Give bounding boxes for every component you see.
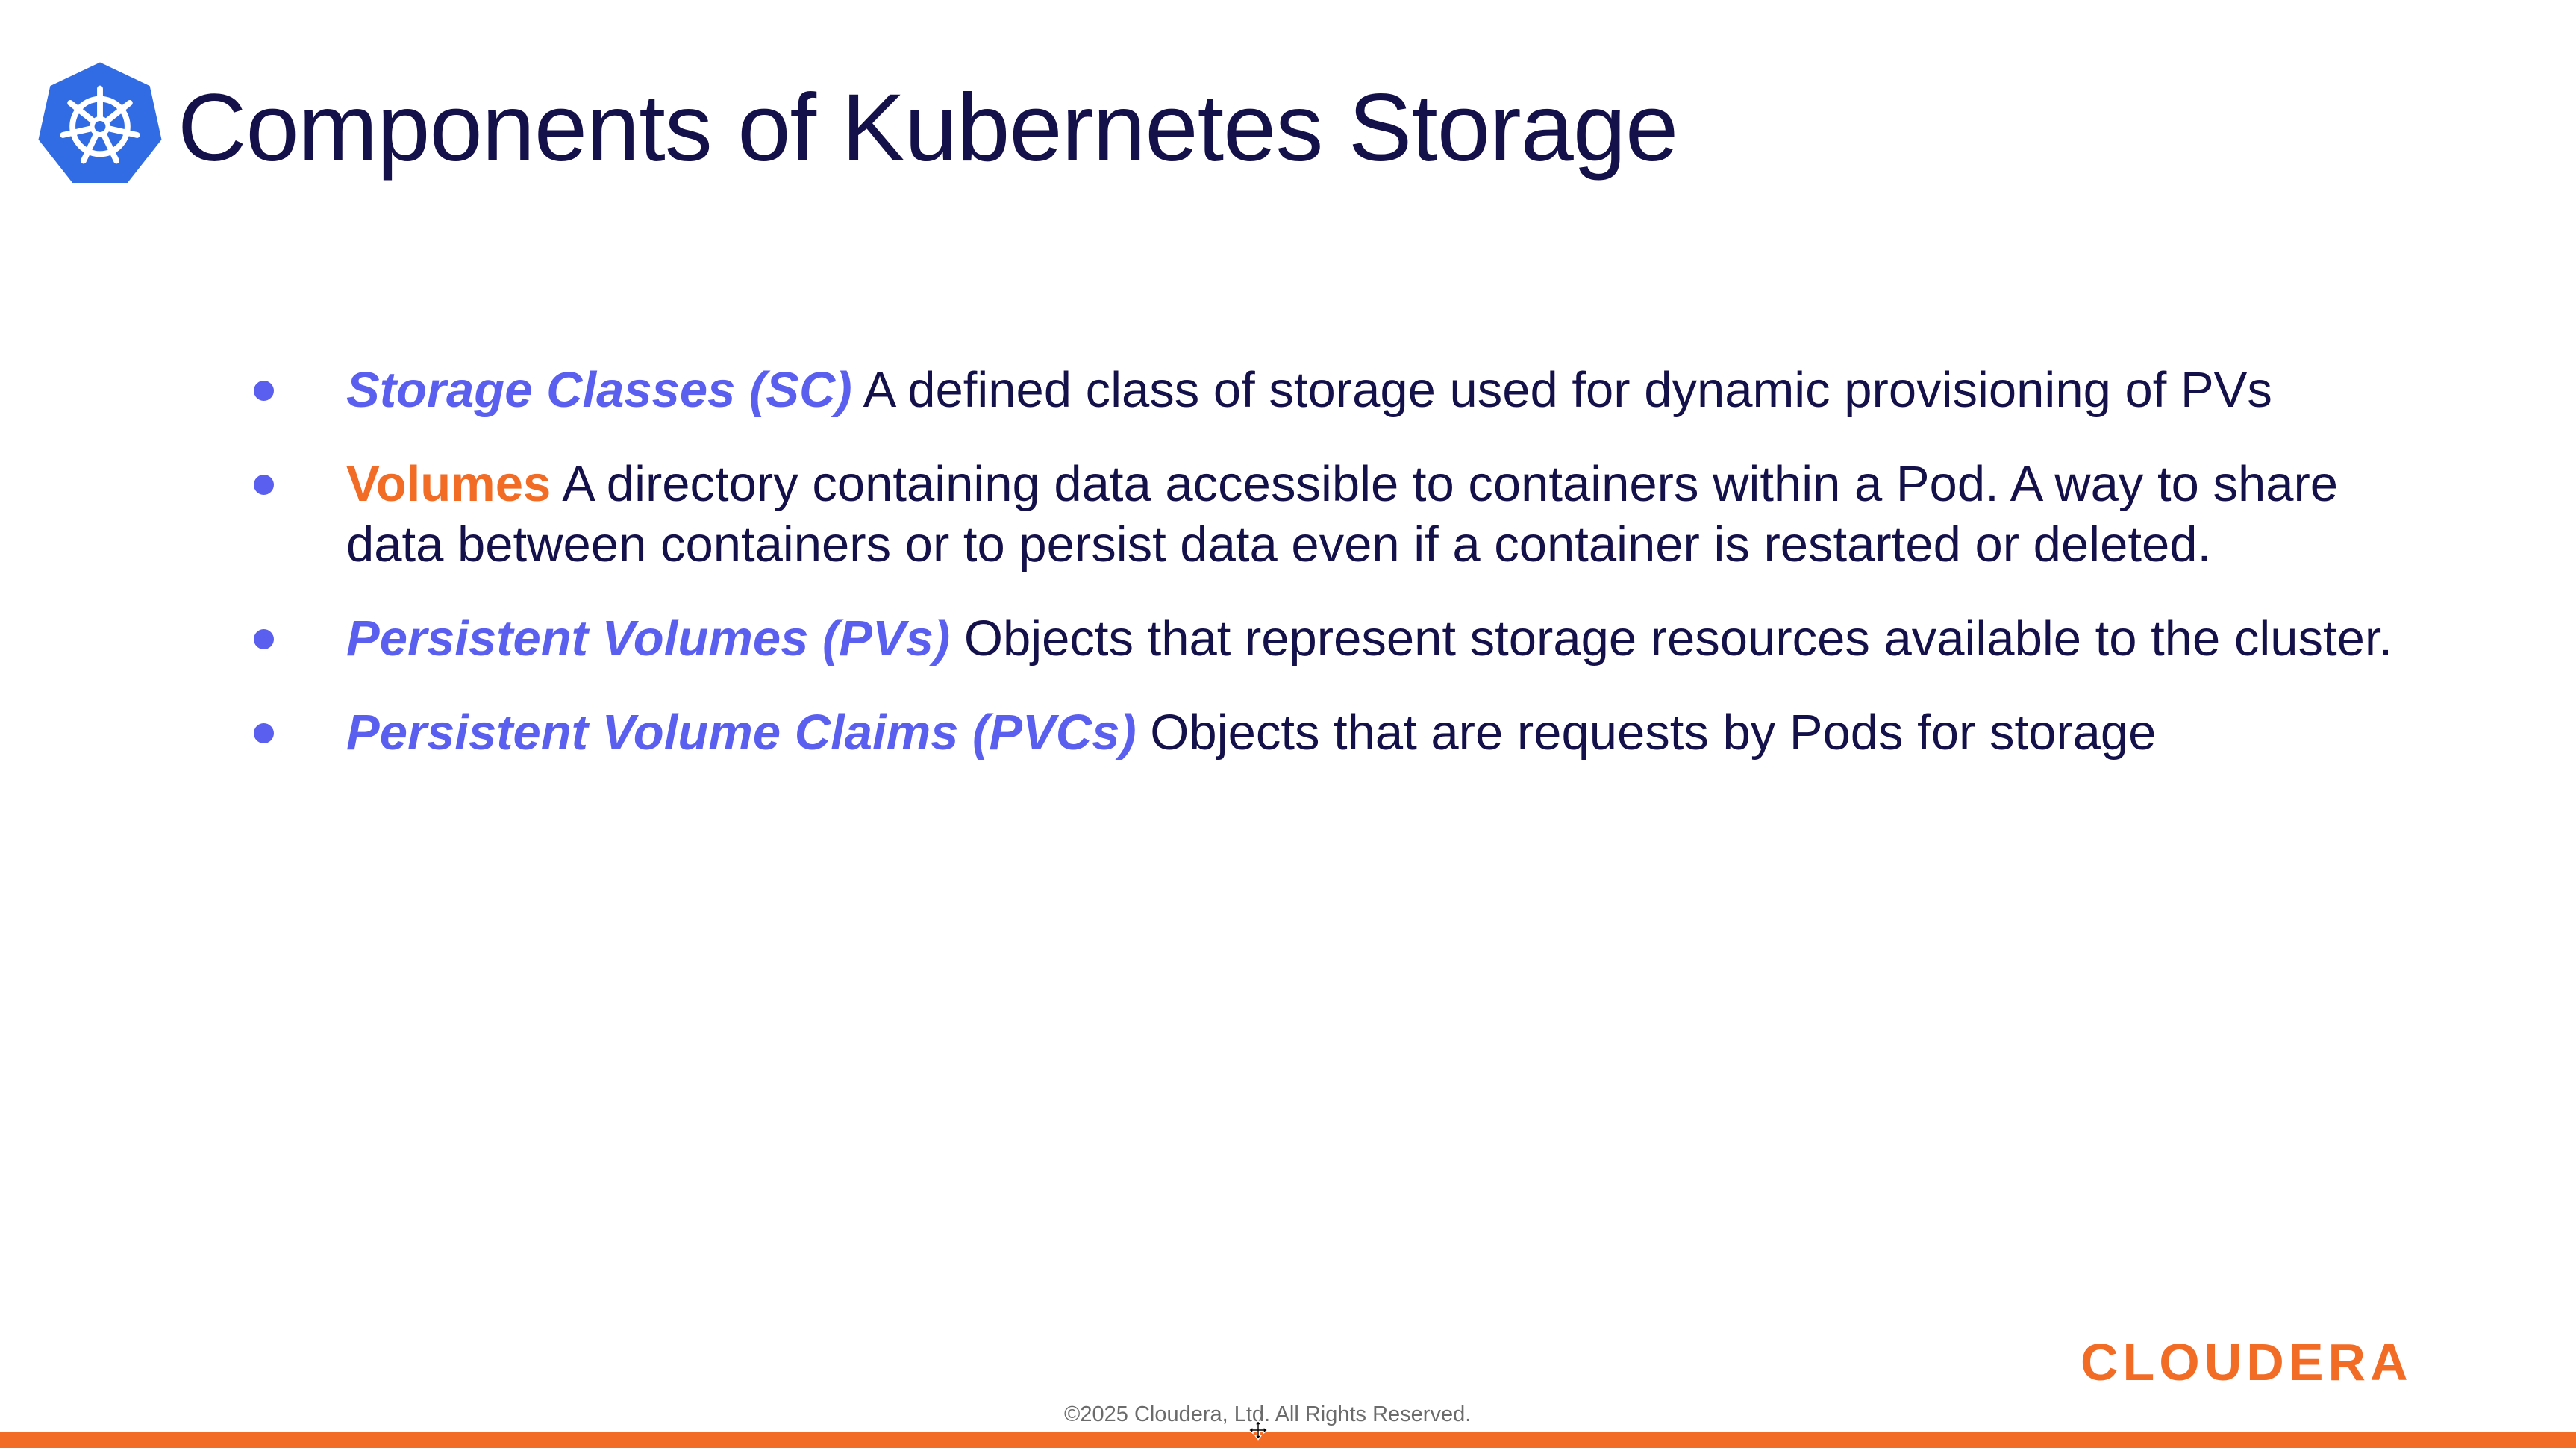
cloudera-logo: CLOUDERA	[2081, 1333, 2413, 1391]
term-label: Persistent Volume Claims (PVCs)	[346, 705, 1137, 761]
page-title: Components of Kubernetes Storage	[178, 75, 1678, 181]
move-cursor-icon	[1248, 1420, 1269, 1441]
kubernetes-logo-icon	[38, 62, 162, 183]
bullet-dot-icon	[254, 723, 274, 743]
term-description: Objects that represent storage resources…	[950, 611, 2393, 667]
term-label: Storage Classes (SC)	[346, 362, 852, 418]
bullet-dot-icon	[254, 629, 274, 649]
copyright-text: ©2025 Cloudera, Ltd. All Rights Reserved…	[1064, 1402, 1472, 1426]
term-label: Volumes	[346, 456, 551, 512]
list-item-volumes: Volumes A directory containing data acce…	[254, 454, 2395, 575]
bullet-dot-icon	[254, 381, 274, 401]
term-description: Objects that are requests by Pods for st…	[1136, 705, 2157, 761]
footer-accent-bar	[0, 1432, 2576, 1448]
bullet-dot-icon	[254, 475, 274, 495]
term-description: A directory containing data accessible t…	[346, 456, 2339, 572]
list-item-persistent-volumes: Persistent Volumes (PVs) Objects that re…	[254, 608, 2395, 669]
term-label: Persistent Volumes (PVs)	[346, 611, 951, 667]
term-description: A defined class of storage used for dyna…	[851, 362, 2272, 418]
bullet-list: Storage Classes (SC) A defined class of …	[254, 360, 2395, 796]
list-item-storage-classes: Storage Classes (SC) A defined class of …	[254, 360, 2395, 420]
list-item-persistent-volume-claims: Persistent Volume Claims (PVCs) Objects …	[254, 702, 2395, 763]
